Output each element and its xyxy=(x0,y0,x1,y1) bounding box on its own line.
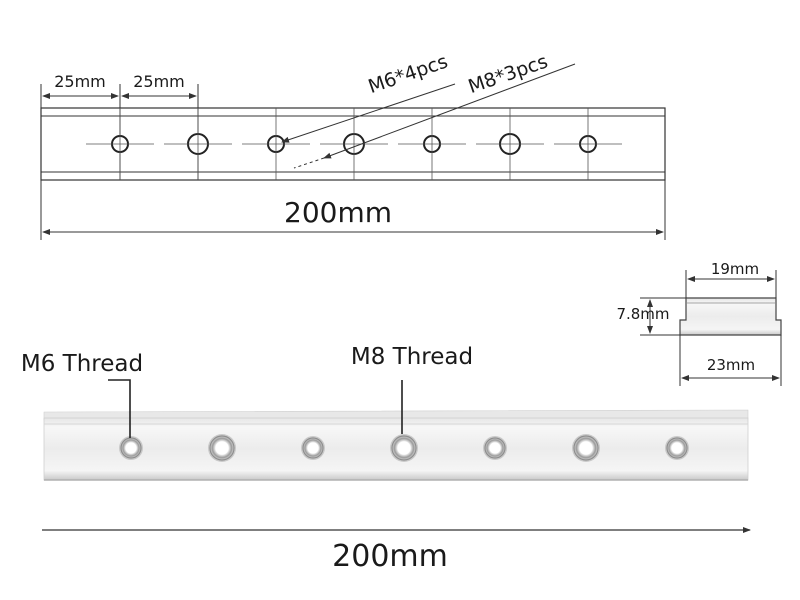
rail-outline xyxy=(40,107,666,181)
profile-bottom-width-label: 23mm xyxy=(707,356,755,374)
hole-bore xyxy=(307,442,319,454)
profile-drawing: 19mm 7.8mm 23mm xyxy=(616,260,782,386)
hole-bore xyxy=(397,441,411,455)
spacing-label-2: 25mm xyxy=(133,72,185,91)
photo-length-label: 200mm xyxy=(332,539,448,574)
profile-height-label: 7.8mm xyxy=(616,305,669,323)
hole-bore xyxy=(671,442,683,454)
m6-callout-label: M6*4pcs xyxy=(365,50,450,98)
m6-thread-leader xyxy=(108,379,131,438)
m8-callout-label: M8*3pcs xyxy=(465,50,550,98)
m6-callout-leader xyxy=(281,83,456,143)
photo-hole-group xyxy=(119,434,689,462)
m8-callout-leader-dash xyxy=(293,157,325,169)
top-centerline-group xyxy=(86,108,622,180)
m8-thread-label: M8 Thread xyxy=(351,344,473,370)
hole-bore xyxy=(489,442,501,454)
m8-callout-leader xyxy=(323,63,576,159)
profile-shape xyxy=(679,297,782,336)
hole-bore xyxy=(125,442,137,454)
m6-thread-label: M6 Thread xyxy=(21,351,143,377)
hole-bore xyxy=(579,441,593,455)
top-length-label: 200mm xyxy=(284,196,392,229)
rail-render: M6 Thread M8 Thread 200mm xyxy=(21,344,751,574)
top-drawing: 25mm 25mm M6*4pcs M8*3pcs 200mm xyxy=(40,50,666,240)
profile-top-width-label: 19mm xyxy=(711,260,759,278)
spacing-label-1: 25mm xyxy=(54,72,106,91)
hole-bore xyxy=(215,441,229,455)
